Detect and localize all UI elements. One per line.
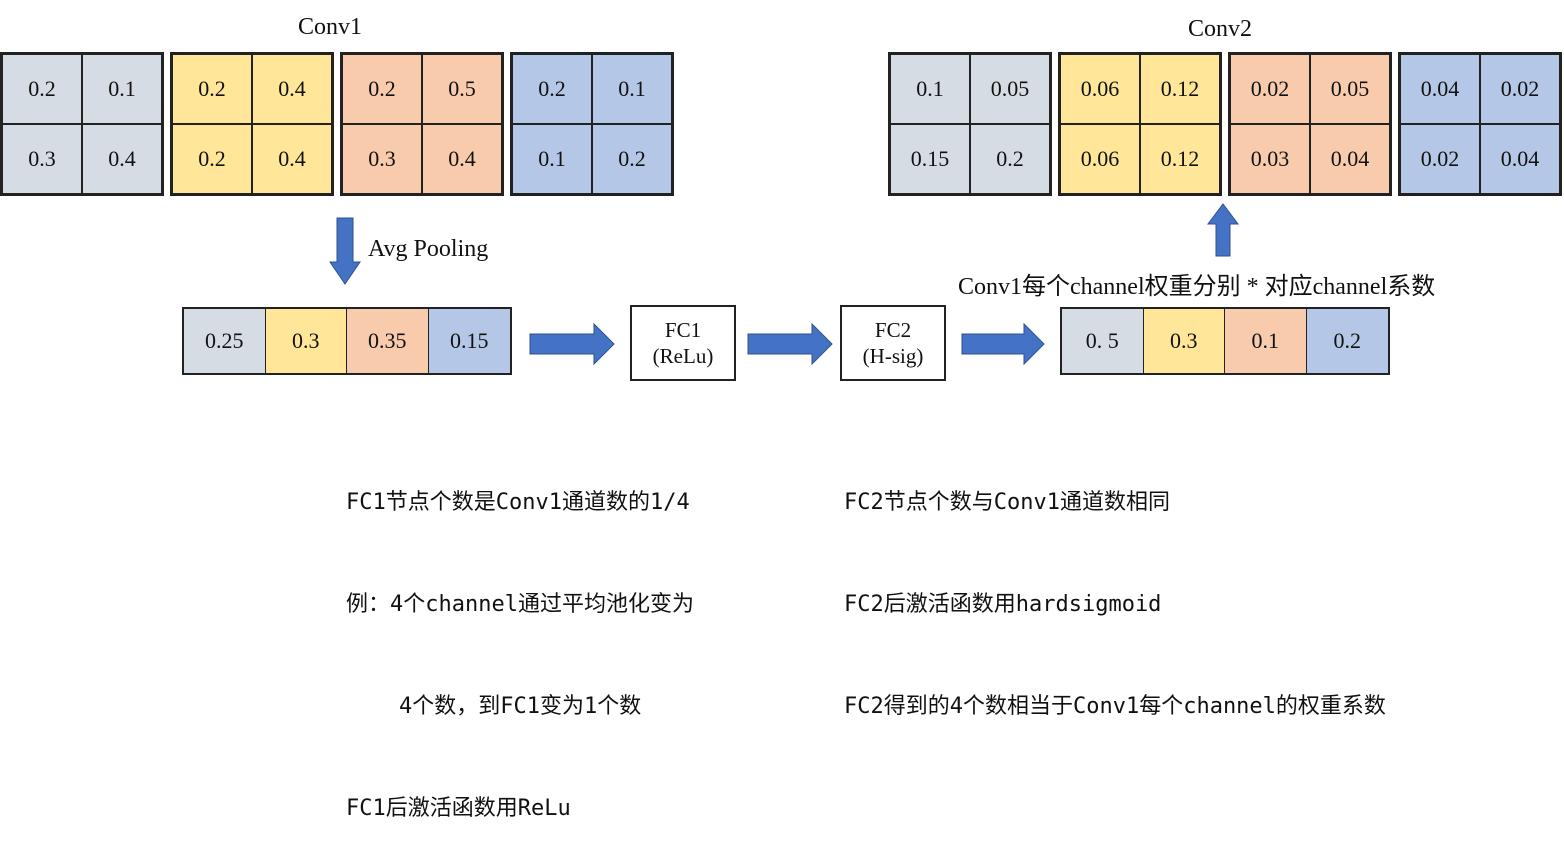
conv2-cell: 0.05: [1310, 54, 1390, 124]
up-arrow-icon: [1207, 203, 1239, 257]
conv1-cell: 0.4: [252, 124, 332, 194]
conv1-cell: 0.2: [172, 54, 252, 124]
conv2-cell: 0.04: [1310, 124, 1390, 194]
conv2-cell: 0.15: [890, 124, 970, 194]
weight-value: 0.2: [1306, 309, 1388, 373]
note-line: FC2节点个数与Conv1通道数相同: [844, 490, 1170, 515]
multiply-label: Conv1每个channel权重分别 * 对应channel系数: [958, 274, 1436, 300]
note-line: FC1节点个数是Conv1通道数的1/4: [346, 490, 690, 515]
down-arrow-icon: [329, 217, 361, 285]
fc1-label: FC1: [664, 318, 702, 342]
right-arrow-icon-2: [747, 322, 833, 366]
conv1-cell: 0.2: [592, 124, 672, 194]
conv1-cell: 0.2: [342, 54, 422, 124]
conv1-cell: 0.2: [2, 54, 82, 124]
note-line: 例：4个channel通过平均池化变为: [346, 592, 694, 617]
note-line: FC1后激活函数用ReLu: [346, 796, 571, 821]
conv2-cell: 0.04: [1480, 124, 1560, 194]
weight-value: 0.3: [1143, 309, 1225, 373]
conv2-cell: 0.03: [1230, 124, 1310, 194]
right-arrow-icon-3: [961, 322, 1045, 366]
weight-value: 0.1: [1225, 309, 1307, 373]
fc2-box: FC2 (H-sig): [840, 305, 946, 381]
conv2-cell: 0.02: [1230, 54, 1310, 124]
pooled-value: 0.3: [265, 309, 347, 373]
conv2-cell: 0.12: [1140, 124, 1220, 194]
fc1-activation: (ReLu): [652, 344, 714, 368]
conv1-title: Conv1: [297, 14, 362, 40]
avg-pooling-label: Avg Pooling: [368, 236, 489, 262]
conv2-cell: 0.02: [1480, 54, 1560, 124]
note-line: FC2后激活函数用hardsigmoid: [844, 592, 1162, 617]
conv1-cell: 0.1: [592, 54, 672, 124]
pooled-value: 0.35: [347, 309, 429, 373]
right-arrow-icon-1: [529, 322, 615, 366]
fc2-label: FC2: [874, 318, 912, 342]
conv2-cell: 0.02: [1400, 124, 1480, 194]
notes-left: FC1节点个数是Conv1通道数的1/4 例：4个channel通过平均池化变为…: [346, 418, 694, 860]
conv1-cell: 0.4: [252, 54, 332, 124]
fc1-box: FC1 (ReLu): [630, 305, 736, 381]
fc2-activation: (H-sig): [862, 344, 924, 368]
conv1-cell: 0.3: [342, 124, 422, 194]
conv1-cell: 0.4: [422, 124, 502, 194]
pooled-value: 0.25: [184, 309, 266, 373]
conv1-cell: 0.5: [422, 54, 502, 124]
conv2-cell: 0.2: [970, 124, 1050, 194]
weight-value: 0. 5: [1062, 309, 1144, 373]
note-line: FC2得到的4个数相当于Conv1每个channel的权重系数: [844, 694, 1386, 719]
note-line: 4个数，到FC1变为1个数: [346, 694, 642, 719]
notes-right: FC2节点个数与Conv1通道数相同 FC2后激活函数用hardsigmoid …: [844, 418, 1386, 758]
conv2-cell: 0.12: [1140, 54, 1220, 124]
conv1-cell: 0.1: [82, 54, 162, 124]
flow-arrows: [329, 203, 1239, 366]
pooled-value: 0.15: [428, 309, 510, 373]
conv2-cell: 0.06: [1060, 54, 1140, 124]
conv1-cell: 0.2: [172, 124, 252, 194]
conv2-cell: 0.05: [970, 54, 1050, 124]
conv2-cell: 0.06: [1060, 124, 1140, 194]
conv2-title: Conv2: [1187, 16, 1252, 42]
conv2-cell: 0.04: [1400, 54, 1480, 124]
weights-vector: 0. 5 0.3 0.1 0.2: [1060, 307, 1390, 375]
conv1-cell: 0.4: [82, 124, 162, 194]
conv2-cell: 0.1: [890, 54, 970, 124]
conv1-cell: 0.2: [512, 54, 592, 124]
pooled-vector: 0.25 0.3 0.35 0.15: [182, 307, 512, 375]
conv1-cell: 0.1: [512, 124, 592, 194]
conv1-cell: 0.3: [2, 124, 82, 194]
